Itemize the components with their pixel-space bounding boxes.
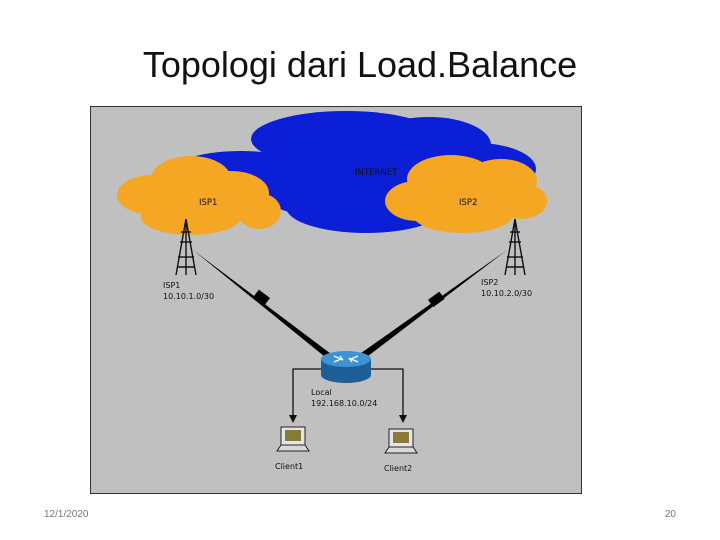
client1-label: Client1 <box>275 462 303 471</box>
internet-label: INTERNET <box>355 168 398 178</box>
slide-page-number: 20 <box>664 509 676 520</box>
client1-computer-icon <box>276 426 310 452</box>
isp2-link-subnet: 10.10.2.0/30 <box>481 289 532 298</box>
isp2-wireless-link <box>347 250 507 369</box>
isp1-link-subnet: 10.10.1.0/30 <box>163 292 214 301</box>
isp2-antenna-icon <box>504 218 526 276</box>
client2-computer-icon <box>384 428 418 454</box>
isp1-cloud <box>117 156 281 235</box>
isp2-cloud <box>385 155 547 233</box>
local-name: Local <box>311 388 332 397</box>
internet-cloud <box>176 111 536 233</box>
slide-title: Topologi dari Load.Balance <box>142 44 578 85</box>
network-topology-diagram: INTERNET ISP1 ISP2 <box>90 106 582 494</box>
isp1-link-name: ISP1 <box>163 281 180 290</box>
local-subnet: 192.168.10.0/24 <box>311 399 377 408</box>
topology-canvas: INTERNET ISP1 ISP2 <box>117 111 547 473</box>
isp1-cloud-label: ISP1 <box>199 198 217 208</box>
isp1-antenna-icon <box>175 218 197 276</box>
isp2-cloud-label: ISP2 <box>459 198 477 208</box>
client2-label: Client2 <box>384 464 412 473</box>
local-lan-links <box>289 368 407 423</box>
slide-date: 12/1/2020 <box>44 509 89 520</box>
router-icon <box>321 351 371 383</box>
isp1-wireless-link <box>193 250 343 369</box>
isp2-link-name: ISP2 <box>481 278 498 287</box>
